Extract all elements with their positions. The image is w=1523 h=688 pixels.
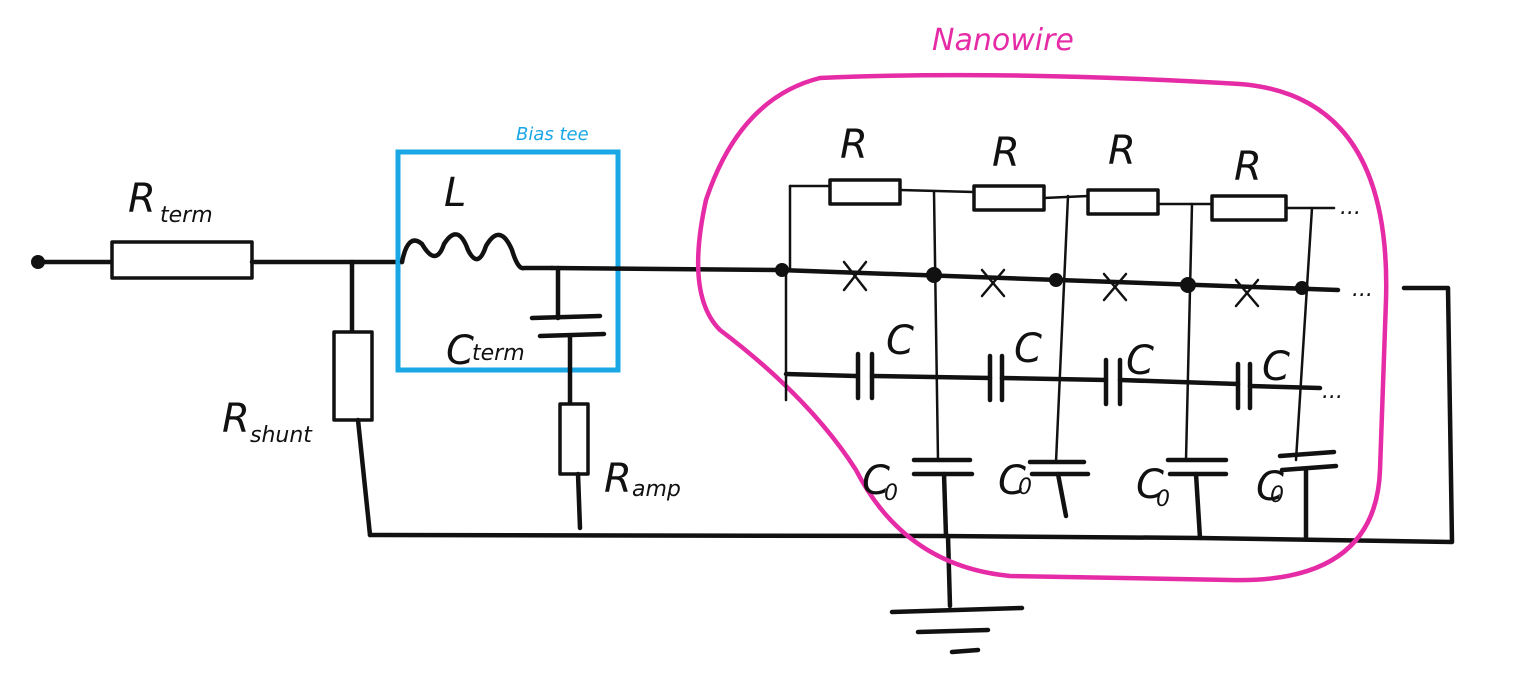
capacitor-c-3-label: C: [1126, 338, 1154, 384]
c-term-label: C term: [446, 328, 525, 374]
capacitor-c0-2-label: C 0: [998, 458, 1032, 504]
c-term-plate-top: [529, 313, 603, 321]
r-rail-ellipsis: ...: [1340, 195, 1361, 220]
resistor-r-1-label: R: [840, 122, 868, 168]
capacitor-c-4-label: C: [1262, 344, 1290, 390]
ground-stem: [945, 533, 953, 609]
svg-text:C: C: [1136, 462, 1164, 508]
resistor-r-2-label: R: [992, 130, 1020, 176]
nanowire-label: Nanowire: [932, 23, 1074, 58]
capacitor-c0-3: [1165, 457, 1229, 541]
capacitor-c0-1: [911, 457, 975, 539]
junction-dot-2: [926, 267, 942, 283]
c-rail-wire-3: [999, 375, 1109, 383]
svg-text:R: R: [222, 396, 250, 442]
josephson-junction-2: [980, 268, 1006, 298]
svg-text:R: R: [128, 176, 156, 222]
r-term-label: R term: [128, 176, 213, 228]
capacitor-c-2-label: C: [1014, 326, 1042, 372]
r-amp-label: R amp: [604, 456, 681, 502]
junction-dot-3: [1049, 273, 1063, 287]
ladder-vertical-4: [1294, 206, 1314, 462]
ladder-vertical-2: [1054, 194, 1070, 464]
nanowire-outline: [695, 72, 1389, 583]
capacitor-c0-4-label: C 0: [1256, 464, 1284, 510]
c-rail-wire-2: [869, 373, 993, 381]
resistor-r-3-label: R: [1108, 128, 1136, 174]
bias-tee-box: [395, 149, 621, 373]
resistor-r-1: [828, 178, 902, 206]
c-rail-wire-1: [783, 371, 859, 379]
resistor-r-3: [1086, 188, 1160, 216]
inductor-label: L: [444, 170, 466, 216]
capacitor-c0-2: [1027, 459, 1091, 519]
svg-text:0: 0: [1018, 475, 1032, 500]
svg-text:term: term: [472, 341, 525, 366]
svg-text:C: C: [446, 328, 474, 374]
josephson-junction-4: [1234, 278, 1260, 308]
capacitor-c0-4: [1277, 449, 1339, 541]
svg-text:C: C: [998, 458, 1026, 504]
svg-text:0: 0: [1156, 487, 1170, 512]
ladder-vertical-1: [932, 190, 940, 462]
svg-text:R: R: [604, 456, 632, 502]
svg-text:C: C: [1256, 464, 1284, 510]
junction-dot-4: [1180, 277, 1196, 293]
ground-bus: [367, 285, 1455, 545]
r-shunt-label: R shunt: [222, 396, 313, 448]
svg-text:0: 0: [884, 481, 898, 506]
svg-text:0: 0: [1270, 483, 1284, 508]
r-rail-wire-2: [898, 188, 976, 194]
ground-icon: [889, 605, 1025, 655]
c-rail-ellipsis: ...: [1322, 379, 1343, 404]
josephson-junction-3: [1102, 272, 1128, 302]
inductor: [399, 232, 555, 271]
r-shunt-bottom-wire: [355, 417, 373, 538]
r-rail-wire-3: [1042, 194, 1090, 200]
capacitor-c-1-label: C: [886, 318, 914, 364]
r-shunt-resistor: [332, 330, 374, 422]
resistor-r-4-label: R: [1234, 144, 1262, 190]
resistor-r-2: [972, 184, 1046, 212]
capacitor-c0-1-label: C 0: [862, 458, 898, 506]
main-line-ellipsis: ...: [1352, 277, 1373, 302]
svg-text:term: term: [160, 203, 213, 228]
capacitor-c-3: [1103, 357, 1123, 407]
resistor-r-4: [1210, 194, 1288, 222]
josephson-junction-1: [842, 260, 868, 292]
ladder-vertical-3: [1184, 202, 1194, 462]
svg-text:C: C: [862, 458, 890, 504]
junction-dot-1: [775, 263, 789, 277]
bias-tee-label: Bias tee: [516, 124, 589, 145]
svg-text:shunt: shunt: [250, 423, 313, 448]
wire-bias-tee-to-nanowire: [549, 265, 783, 273]
c-rail-wire-4: [1117, 377, 1241, 387]
capacitor-c0-3-label: C 0: [1136, 462, 1170, 512]
r-amp-bottom-wire: [575, 471, 583, 531]
c-rail-wire-5: [1247, 383, 1323, 391]
junction-dot-5: [1295, 281, 1309, 295]
svg-text:amp: amp: [632, 477, 681, 502]
r-term-resistor: [110, 240, 254, 280]
r-amp-resistor: [558, 402, 590, 476]
